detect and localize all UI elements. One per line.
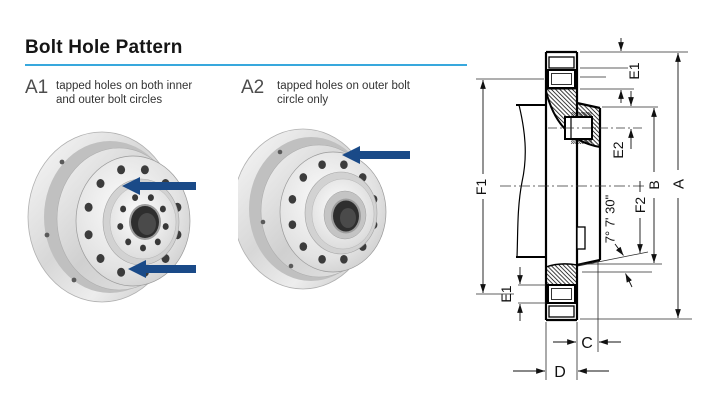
bolt-hole-section-top-inner bbox=[547, 69, 576, 89]
dimension-lines bbox=[480, 38, 681, 374]
flange-photo-a1 bbox=[27, 131, 196, 303]
pointer-arrow-outer-circle bbox=[128, 260, 196, 278]
pointer-arrow-inner-circle bbox=[122, 177, 196, 195]
thread-zone-top bbox=[571, 112, 592, 118]
drive-slot bbox=[576, 226, 586, 250]
dim-label-d: D bbox=[554, 364, 566, 381]
title-divider bbox=[25, 64, 467, 66]
dim-label-e1-bottom: E1 bbox=[498, 285, 514, 302]
dim-label-a: A bbox=[670, 179, 687, 189]
page-title: Bolt Hole Pattern bbox=[25, 37, 183, 58]
flange-a2-rim-screws bbox=[260, 149, 294, 269]
dim-label-e1-top: E1 bbox=[626, 62, 642, 79]
angle-leader-upper bbox=[614, 243, 624, 256]
variant-a1-description: tapped holes on both inner and outer bol… bbox=[56, 79, 221, 107]
technical-drawing: E1 F1 E1 E2 B A F2 7° 7' 30" C D bbox=[473, 38, 692, 381]
hub-top-edge bbox=[576, 101, 601, 110]
angle-leader-lower bbox=[625, 273, 633, 288]
flange-cross-section-outline bbox=[516, 50, 602, 322]
bolt-hole-section-bottom-inner bbox=[547, 284, 576, 304]
centerlines bbox=[500, 127, 644, 187]
pipe-break-line bbox=[516, 104, 526, 258]
extension-lines bbox=[476, 51, 692, 380]
dim-label-b: B bbox=[646, 180, 662, 189]
flange-a1-body bbox=[27, 131, 191, 303]
bolt-hole-section-bottom-outer bbox=[548, 305, 575, 318]
variant-a2-desc-line1: tapped holes on outer bolt bbox=[277, 80, 410, 92]
angle-label: 7° 7' 30" bbox=[603, 194, 618, 243]
flange-a1-inner-bolt-holes bbox=[117, 194, 169, 252]
flange-a2-body bbox=[238, 128, 387, 290]
variant-a2-code: A2 bbox=[241, 77, 265, 98]
variant-a2-description: tapped holes on outer bolt circle only bbox=[277, 79, 442, 107]
dim-label-f1: F1 bbox=[473, 179, 489, 196]
flange-photo-a2 bbox=[238, 128, 410, 290]
flange-a1-rim-screws bbox=[44, 159, 77, 283]
variant-a1-code: A1 bbox=[25, 77, 49, 98]
dim-label-c: C bbox=[581, 335, 593, 352]
pointer-arrow-outer-circle-a2 bbox=[342, 146, 410, 164]
dimension-labels: E1 F1 E1 E2 B A F2 7° 7' 30" C D bbox=[473, 62, 687, 381]
cone-angle-extension bbox=[577, 251, 649, 267]
bolt-hole-section-top-outer bbox=[548, 56, 575, 69]
variant-a1-desc-line2: and outer bolt circles bbox=[56, 94, 163, 106]
variant-a2-desc-line2: circle only bbox=[277, 94, 329, 106]
dim-label-f2: F2 bbox=[632, 197, 648, 214]
variant-a1-desc-line1: tapped holes on both inner bbox=[56, 80, 193, 92]
dim-label-e2: E2 bbox=[610, 141, 626, 158]
